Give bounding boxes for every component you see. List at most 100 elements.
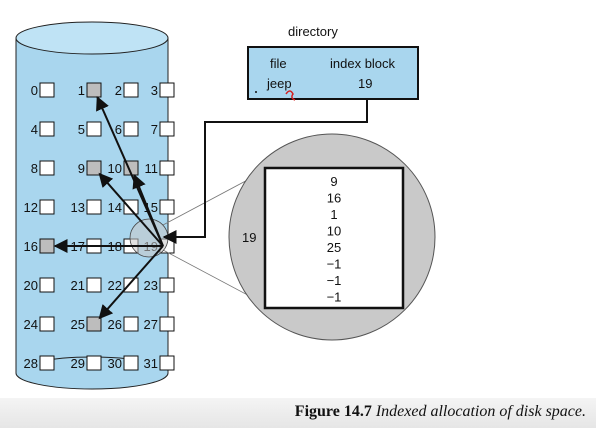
disk-block-label: 8	[31, 161, 38, 176]
disk-block-25: 25	[71, 316, 102, 332]
disk-block-square	[86, 121, 102, 137]
disk-block-4: 4	[31, 121, 55, 137]
disk-block-label: 10	[108, 161, 122, 176]
index-block-value: 10	[327, 224, 341, 239]
disk-block-0: 0	[31, 82, 55, 98]
disk-block-label: 3	[151, 83, 158, 98]
directory-table: directory file index block jeep 19	[247, 24, 419, 101]
directory-to-index-block-arrow	[162, 99, 368, 244]
disk-block-label: 31	[144, 356, 158, 371]
disk-block-square	[86, 277, 102, 293]
disk-block-square	[159, 277, 175, 293]
disk-block-square	[159, 160, 175, 176]
disk-block-square	[39, 121, 55, 137]
disk-block-27: 27	[144, 316, 175, 332]
disk-block-square	[39, 199, 55, 215]
index-block-value: 16	[327, 191, 341, 206]
disk-block-label: 13	[71, 200, 85, 215]
disk-block-label: 21	[71, 278, 85, 293]
disk-block-square	[39, 160, 55, 176]
disk-block-square	[123, 121, 139, 137]
disk-block-21: 21	[71, 277, 102, 293]
disk-block-square	[123, 199, 139, 215]
disk-block-label: 20	[24, 278, 38, 293]
pointer-arrow-to-block-10	[132, 173, 164, 247]
disk-block-20: 20	[24, 277, 55, 293]
disk-block-label: 0	[31, 83, 38, 98]
disk-block-square	[86, 199, 102, 215]
disk-block-square	[159, 355, 175, 371]
disk-block-22: 22	[108, 277, 139, 293]
disk-block-label: 12	[24, 200, 38, 215]
disk-block-square	[123, 277, 139, 293]
disk-block-label: 23	[144, 278, 158, 293]
disk-block-label: 30	[108, 356, 122, 371]
figure-caption: Figure 14.7 Indexed allocation of disk s…	[295, 403, 586, 421]
index-block-value: 25	[327, 240, 341, 255]
mouse-cursor-mark	[285, 90, 296, 101]
disk-block-square	[159, 121, 175, 137]
disk-block-28: 28	[24, 355, 55, 371]
disk-block-24: 24	[24, 316, 55, 332]
disk-block-square	[159, 316, 175, 332]
index-block-value: −1	[327, 257, 342, 272]
disk-block-13: 13	[71, 199, 102, 215]
disk-block-5: 5	[78, 121, 102, 137]
disk-blocks: 0123456789101112131415161718192021222324…	[24, 82, 175, 371]
disk-block-label: 9	[78, 161, 85, 176]
disk-block-label: 16	[24, 239, 38, 254]
disk-block-11: 11	[145, 160, 175, 176]
disk-block-label: 1	[78, 83, 85, 98]
disk-block-29: 29	[71, 355, 102, 371]
disk-block-square	[39, 238, 55, 254]
disk-block-square	[86, 82, 102, 98]
directory-entry-file: jeep	[266, 76, 292, 91]
figure-caption-text: Indexed allocation of disk space.	[375, 403, 586, 420]
disk-block-30: 30	[108, 355, 139, 371]
disk-block-label: 5	[78, 122, 85, 137]
disk-block-square	[86, 160, 102, 176]
disk-block-label: 22	[108, 278, 122, 293]
index-pointer-arrows	[53, 95, 164, 320]
disk-block-label: 4	[31, 122, 38, 137]
disk-block-square	[123, 316, 139, 332]
disk-block-square	[159, 199, 175, 215]
figure-number: Figure 14.7	[294, 403, 372, 420]
disk-block-square	[39, 277, 55, 293]
disk-block-3: 3	[151, 82, 175, 98]
disk-block-2: 2	[115, 82, 139, 98]
disk-block-square	[159, 82, 175, 98]
disk-block-7: 7	[151, 121, 175, 137]
directory-col-file: file	[270, 56, 287, 71]
block-19-highlight-circle	[129, 218, 169, 258]
index-block-value: 9	[330, 174, 337, 189]
disk-block-14: 14	[108, 199, 139, 215]
disk-block-square	[123, 82, 139, 98]
disk-block-26: 26	[108, 316, 139, 332]
caption-bar	[0, 398, 596, 428]
disk-block-8: 8	[31, 160, 55, 176]
disk-block-23: 23	[144, 277, 175, 293]
index-block-value: −1	[327, 290, 342, 305]
disk-block-label: 7	[151, 122, 158, 137]
disk-block-9: 9	[78, 160, 102, 176]
index-block-label: 19	[242, 230, 256, 245]
disk-block-12: 12	[24, 199, 55, 215]
disk-block-label: 11	[145, 161, 159, 176]
directory-col-index-block: index block	[330, 56, 396, 71]
directory-title: directory	[288, 24, 338, 39]
pointer-arrow-to-block-25	[98, 245, 164, 320]
disk-block-label: 25	[71, 317, 85, 332]
directory-entry-index: 19	[358, 76, 372, 91]
disk-block-square	[39, 316, 55, 332]
disk-block-1: 1	[78, 82, 102, 98]
disk-block-square	[39, 355, 55, 371]
disk-block-label: 6	[115, 122, 122, 137]
index-block-value: −1	[327, 273, 342, 288]
disk-block-square	[123, 355, 139, 371]
cursor-dot	[255, 91, 257, 93]
disk-block-31: 31	[144, 355, 175, 371]
